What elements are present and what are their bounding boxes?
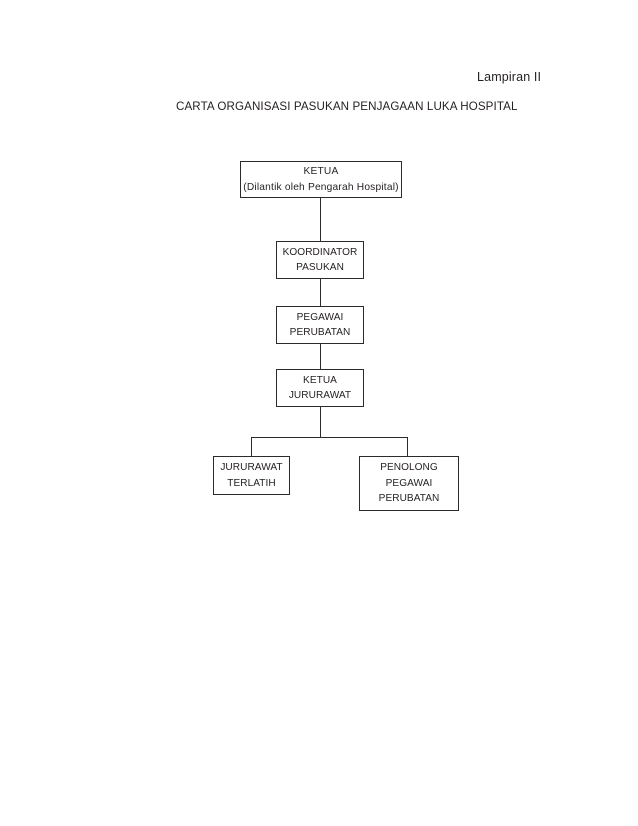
org-node-pegawai-perubatan-line-2: PERUBATAN [289, 327, 351, 338]
connector-koordinator-to-pegawai [319, 279, 321, 306]
org-node-jururawat-terlatih: JURURAWAT TERLATIH [213, 456, 290, 495]
org-node-ketua-line-1: KETUA [303, 166, 339, 177]
org-node-jururawat-terlatih-line-2: TERLATIH [227, 477, 276, 489]
org-node-ketua-jururawat-line-1: KETUA [303, 374, 337, 386]
org-node-penolong-pegawai-perubatan-line-3: PERUBATAN [378, 493, 440, 505]
org-node-pegawai-perubatan-line-1: PEGAWAI [296, 311, 344, 323]
org-node-penolong-pegawai-perubatan-line-1: PENOLONG [380, 462, 438, 474]
annex-label: Lampiran II [477, 70, 542, 84]
org-node-jururawat-terlatih-line-1: JURURAWAT [220, 462, 283, 473]
org-node-penolong-pegawai-perubatan: PENOLONG PEGAWAI PERUBATAN [359, 456, 459, 511]
org-node-koordinator-pasukan-line-1: KOORDINATOR [282, 246, 358, 258]
org-node-koordinator-pasukan-line-2: PASUKAN [296, 262, 344, 273]
org-node-ketua-line-2: (Dilantik oleh Pengarah Hospital) [243, 181, 399, 193]
org-node-pegawai-perubatan: PEGAWAI PERUBATAN [276, 306, 364, 344]
page-title: CARTA ORGANISASI PASUKAN PENJAGAAN LUKA … [176, 100, 518, 113]
connector-fork-horizontal-bar [251, 436, 408, 438]
connector-ketua-jururawat-stem [319, 406, 321, 437]
connector-fork-drop-left [251, 436, 253, 457]
connector-fork-drop-right [407, 436, 409, 457]
org-node-ketua: KETUA (Dilantik oleh Pengarah Hospital) [240, 161, 402, 198]
connector-pegawai-to-ketua-jururawat [319, 343, 321, 369]
org-node-koordinator-pasukan: KOORDINATOR PASUKAN [276, 241, 364, 279]
connector-ketua-to-koordinator [319, 197, 321, 241]
org-node-ketua-jururawat: KETUA JURURAWAT [276, 369, 364, 407]
org-node-penolong-pegawai-perubatan-line-2: PEGAWAI [385, 477, 433, 489]
org-node-ketua-jururawat-line-2: JURURAWAT [288, 390, 352, 401]
